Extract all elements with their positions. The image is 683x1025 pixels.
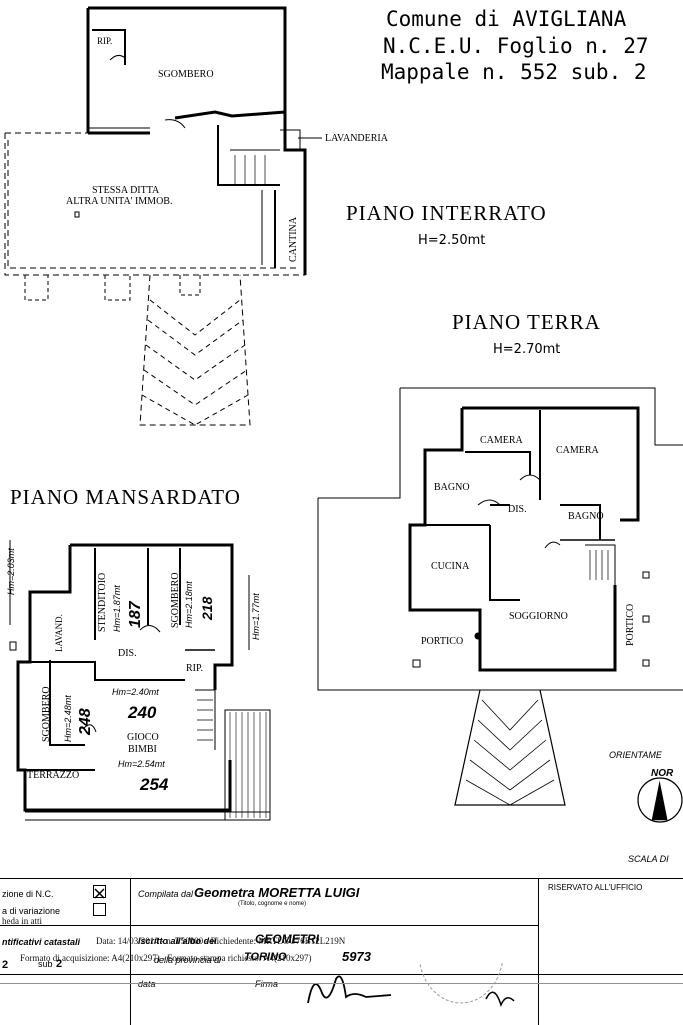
label-sgombero-left-h: Hm=2.48mt <box>63 695 73 742</box>
label-terrazzo: TERRAZZO <box>27 770 79 781</box>
form-rule-2 <box>0 974 683 975</box>
label-rip-interrato: RIP. <box>97 36 112 46</box>
overlay-data-line: Data: 14/03/2014 - n. T50000 - Richieden… <box>96 936 346 946</box>
form-variazione: a di variazione <box>2 906 61 916</box>
label-portico-1: PORTICO <box>421 636 463 647</box>
label-stessa-ditta: STESSA DITTA <box>92 185 160 196</box>
check-x-icon <box>94 888 105 899</box>
piano-terra-height: H=2.70mt <box>493 342 561 357</box>
label-lavand: LAVAND. <box>54 614 64 652</box>
plan-terra <box>317 387 683 806</box>
handwritten-218: 218 <box>199 596 215 621</box>
form-divider-1 <box>130 879 131 1025</box>
label-gioco-h1: Hm=2.40mt <box>112 687 159 697</box>
form-dichiarazione: zione di N.C. <box>2 889 54 899</box>
form-rule-1 <box>0 925 538 926</box>
label-stenditoio: STENDITOIO <box>97 573 108 632</box>
form-compilata-label: Compilata dal <box>138 889 194 899</box>
form-iscritto-value: GEOMETRI <box>255 932 320 946</box>
label-soggiorno: SOGGIORNO <box>509 611 568 622</box>
form-scheda-in-atti: heda in atti <box>2 916 42 926</box>
form-sub-label: sub <box>38 959 53 969</box>
handwritten-248: 248 <box>77 708 94 736</box>
comune-title: Comune di AVIGLIANA <box>386 7 627 31</box>
form-numero-value: 5973 <box>342 949 371 964</box>
orientamento-label: ORIENTAME <box>609 750 663 760</box>
plan-mansardato <box>9 540 271 821</box>
form-riservato: RISERVATO ALL'UFFICIO <box>548 883 643 892</box>
form-table: zione di N.C. a di variazione heda in at… <box>0 878 683 1025</box>
handwritten-254: 254 <box>139 775 169 794</box>
handwritten-240: 240 <box>127 703 157 722</box>
form-sub-value: 2 <box>56 958 63 970</box>
label-hm-outer: Hm=2.03mt <box>6 548 16 595</box>
form-compilata-value: Geometra MORETTA LUIGI <box>194 885 360 900</box>
plan-interrato <box>4 6 322 426</box>
foglio-title: N.C.E.U. Foglio n. 27 <box>383 34 649 58</box>
label-rip-mansardato: RIP. <box>186 663 203 674</box>
label-cantina: CANTINA <box>288 216 299 262</box>
label-hm-right: Hm=1.77mt <box>251 593 261 640</box>
form-data-label: data <box>138 979 156 989</box>
label-bimbi: BIMBI <box>128 744 157 755</box>
handwritten-187: 187 <box>127 600 144 628</box>
form-firma-label: Firma <box>255 979 278 989</box>
label-portico-2: PORTICO <box>625 604 636 646</box>
label-stenditoio-h: Hm=1.87mt <box>112 585 122 632</box>
form-compilata-hint: (Titolo, cognome e nome) <box>238 901 307 907</box>
north-label: NOR <box>651 768 674 779</box>
form-divider-2 <box>538 879 539 1025</box>
label-sgombero-top-h: Hm=2.18mt <box>184 581 194 628</box>
checkbox-dichiarazione[interactable] <box>93 885 106 899</box>
checkbox-variazione[interactable] <box>93 903 106 916</box>
label-sgombero-interrato: SGOMBERO <box>158 69 214 80</box>
label-camera-2: CAMERA <box>556 445 600 456</box>
label-camera-1: CAMERA <box>480 435 524 446</box>
scala-label: SCALA DI <box>628 854 669 864</box>
signature-and-stamp <box>307 963 515 1008</box>
label-lavanderia: LAVANDERIA <box>325 133 389 144</box>
piano-terra-title: PIANO TERRA <box>452 310 601 334</box>
north-compass <box>637 777 683 823</box>
piano-interrato-title: PIANO INTERRATO <box>346 201 547 225</box>
overlay-format-line: Formato di acquisizione: A4(210x297) - F… <box>20 953 312 963</box>
piano-mansardato-title: PIANO MANSARDATO <box>10 485 241 509</box>
label-altra-unita: ALTRA UNITA' IMMOB. <box>66 196 172 207</box>
label-bagno-2: BAGNO <box>568 511 604 522</box>
label-sgombero-top: SGOMBERO <box>170 572 181 628</box>
form-provincia-label: della provincia di <box>154 955 222 965</box>
blue-rule <box>0 983 683 984</box>
label-gioco-h2: Hm=2.54mt <box>118 759 165 769</box>
form-iscritto-label: Iscritto all'albo dei <box>138 936 217 946</box>
label-sgombero-left: SGOMBERO <box>41 686 52 742</box>
label-cucina: CUCINA <box>431 561 470 572</box>
label-dis-mansardato: DIS. <box>118 648 137 659</box>
form-mapp-value: 2 <box>2 959 9 971</box>
label-gioco: GIOCO <box>127 732 159 743</box>
mappale-title: Mappale n. 552 sub. 2 <box>381 60 647 84</box>
form-identificativi: ntificativi catastali <box>2 937 81 947</box>
piano-interrato-height: H=2.50mt <box>418 233 486 248</box>
label-bagno-1: BAGNO <box>434 482 470 493</box>
label-dis-terra: DIS. <box>508 504 527 515</box>
form-provincia-value: TORINO <box>244 951 287 963</box>
